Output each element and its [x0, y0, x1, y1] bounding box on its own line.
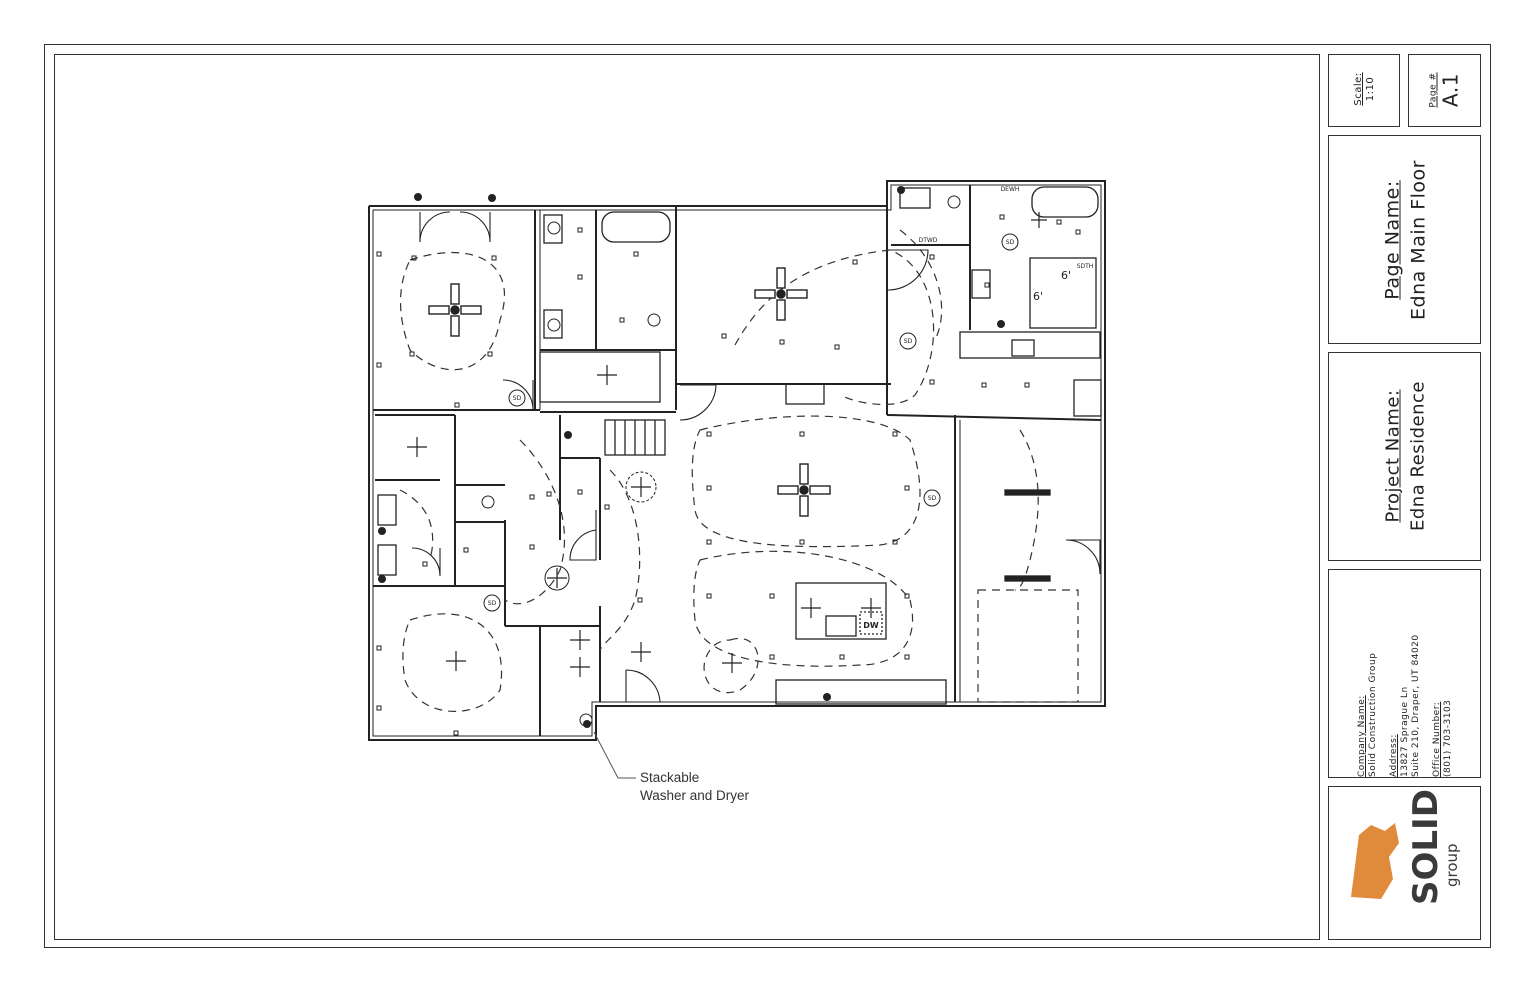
page-name-value: Edna Main Floor — [1407, 160, 1430, 320]
scale-box: Scale: 1:10 — [1328, 54, 1400, 127]
page-name-box: Page Name: Edna Main Floor — [1328, 135, 1481, 344]
drawing-area-border — [54, 54, 1320, 940]
solid-group-logo: SOLID group — [1351, 789, 1461, 905]
scale-label: Scale: — [1353, 72, 1364, 106]
company-name-label: Company Name: — [1357, 695, 1367, 777]
plan-label-sd: SD — [904, 338, 913, 345]
company-name-value: Solid Construction Group — [1368, 652, 1378, 777]
project-name-box: Project Name: Edna Residence — [1328, 352, 1481, 561]
plan-dimension: 6' — [1061, 269, 1071, 282]
plan-label-sd: SD — [1006, 239, 1015, 246]
logo-wordmark: SOLID — [1406, 789, 1446, 905]
note-line-1: Stackable — [640, 770, 700, 785]
plan-label-sd: SD — [488, 600, 497, 607]
company-info-box: Company Name: Solid Construction Group A… — [1328, 569, 1481, 778]
washer-dryer-note: Stackable Washer and Dryer — [640, 769, 749, 805]
office-number-value: (801) 703-3103 — [1443, 699, 1453, 777]
plan-label-shower: DTWD — [919, 237, 938, 244]
logo-mark-icon — [1351, 823, 1399, 899]
sheet-border-outer — [44, 44, 1491, 948]
project-name-value: Edna Residence — [1407, 381, 1429, 531]
address-label: Address: — [1389, 734, 1399, 777]
page-number-value: A.1 — [1438, 73, 1463, 107]
logo-subword: group — [1443, 843, 1461, 887]
page-name-label: Page Name: — [1381, 180, 1404, 300]
office-number-label: Office Number: — [1432, 701, 1442, 777]
plan-label-sd: SD — [513, 395, 522, 402]
plan-label-dw: DW — [863, 621, 879, 630]
plan-dimension: 6' — [1033, 290, 1043, 303]
plan-label-shower: SDTH — [1077, 263, 1094, 270]
page-number-box: Page # A.1 — [1408, 54, 1481, 127]
project-name-label: Project Name: — [1382, 389, 1404, 523]
address-line-2: Suite 210, Draper, UT 84020 — [1411, 634, 1421, 777]
page-number-label: Page # — [1428, 72, 1439, 108]
plan-label-shower: DEWH — [1001, 186, 1020, 193]
note-line-2: Washer and Dryer — [640, 788, 750, 803]
scale-value: 1:10 — [1365, 76, 1376, 102]
logo-box: SOLID group — [1328, 786, 1481, 940]
address-line-1: 13827 Sprague Ln — [1400, 686, 1410, 777]
plan-label-sd: SD — [928, 495, 937, 502]
